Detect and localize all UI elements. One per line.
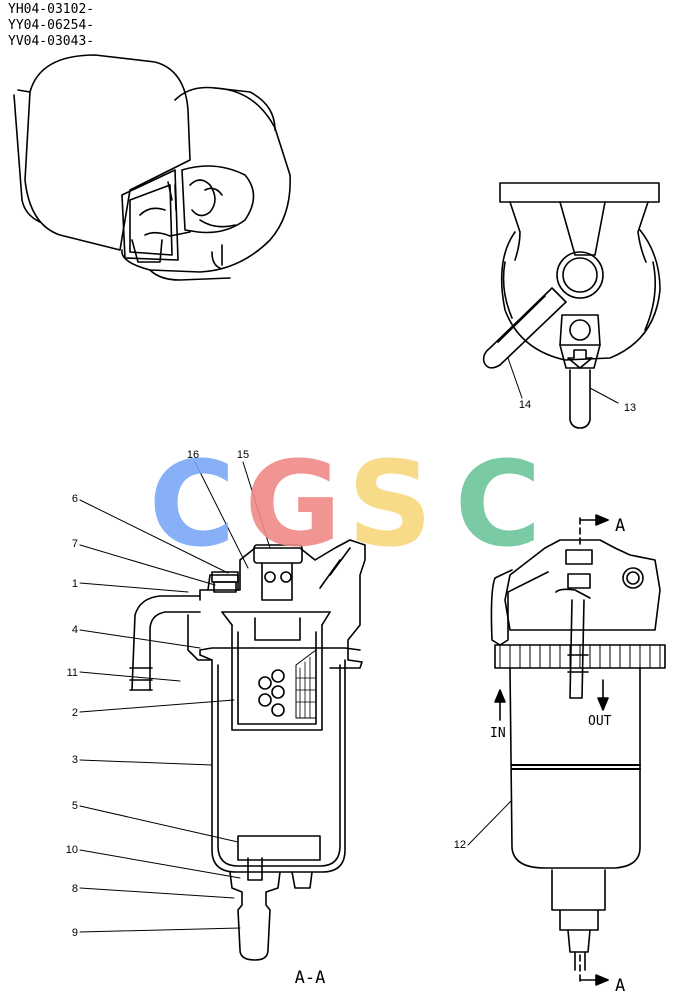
serial-number: YH04-03102- [8,2,95,17]
watermark-letter: S [348,435,433,573]
callout-label: 4 [72,624,78,636]
section-mark-top: A [615,516,625,536]
section-mark-bottom: A [615,976,625,996]
callout-label: 6 [72,493,78,505]
callout-label: 9 [72,927,78,939]
serial-number: YV04-03043- [8,34,95,49]
section-title: A-A [295,968,326,988]
serial-number-list: YH04-03102- YY04-06254- YV04-03043- [8,2,94,50]
callout-label: 8 [72,883,78,895]
callout-label: 12 [454,839,466,851]
flow-out-label: OUT [588,714,612,729]
callout-label: 7 [72,538,78,550]
watermark-logo: C G S C [149,435,542,573]
callout-label: 11 [67,667,78,679]
callout-label: 2 [72,707,78,719]
filter-cross-section [129,539,366,961]
callout-label: 14 [519,399,531,411]
callout-label: 16 [187,449,199,461]
callout-label: 10 [66,844,78,856]
callout-label: 15 [237,449,249,461]
callout-label: 1 [72,578,78,590]
drain-valve-assembly [482,182,661,429]
watermark-letter: C [149,435,236,573]
serial-number: YY04-06254- [8,18,95,33]
watermark-letter: C [455,435,542,573]
callout-label: 3 [72,754,78,766]
flow-in-label: IN [490,726,506,741]
machine-overview-illustration [13,54,291,281]
callout-leaders [79,357,619,933]
watermark-letter: G [245,435,342,573]
callout-label: 5 [72,800,78,812]
filter-exterior-view [490,514,666,986]
callout-label: 13 [624,402,636,414]
